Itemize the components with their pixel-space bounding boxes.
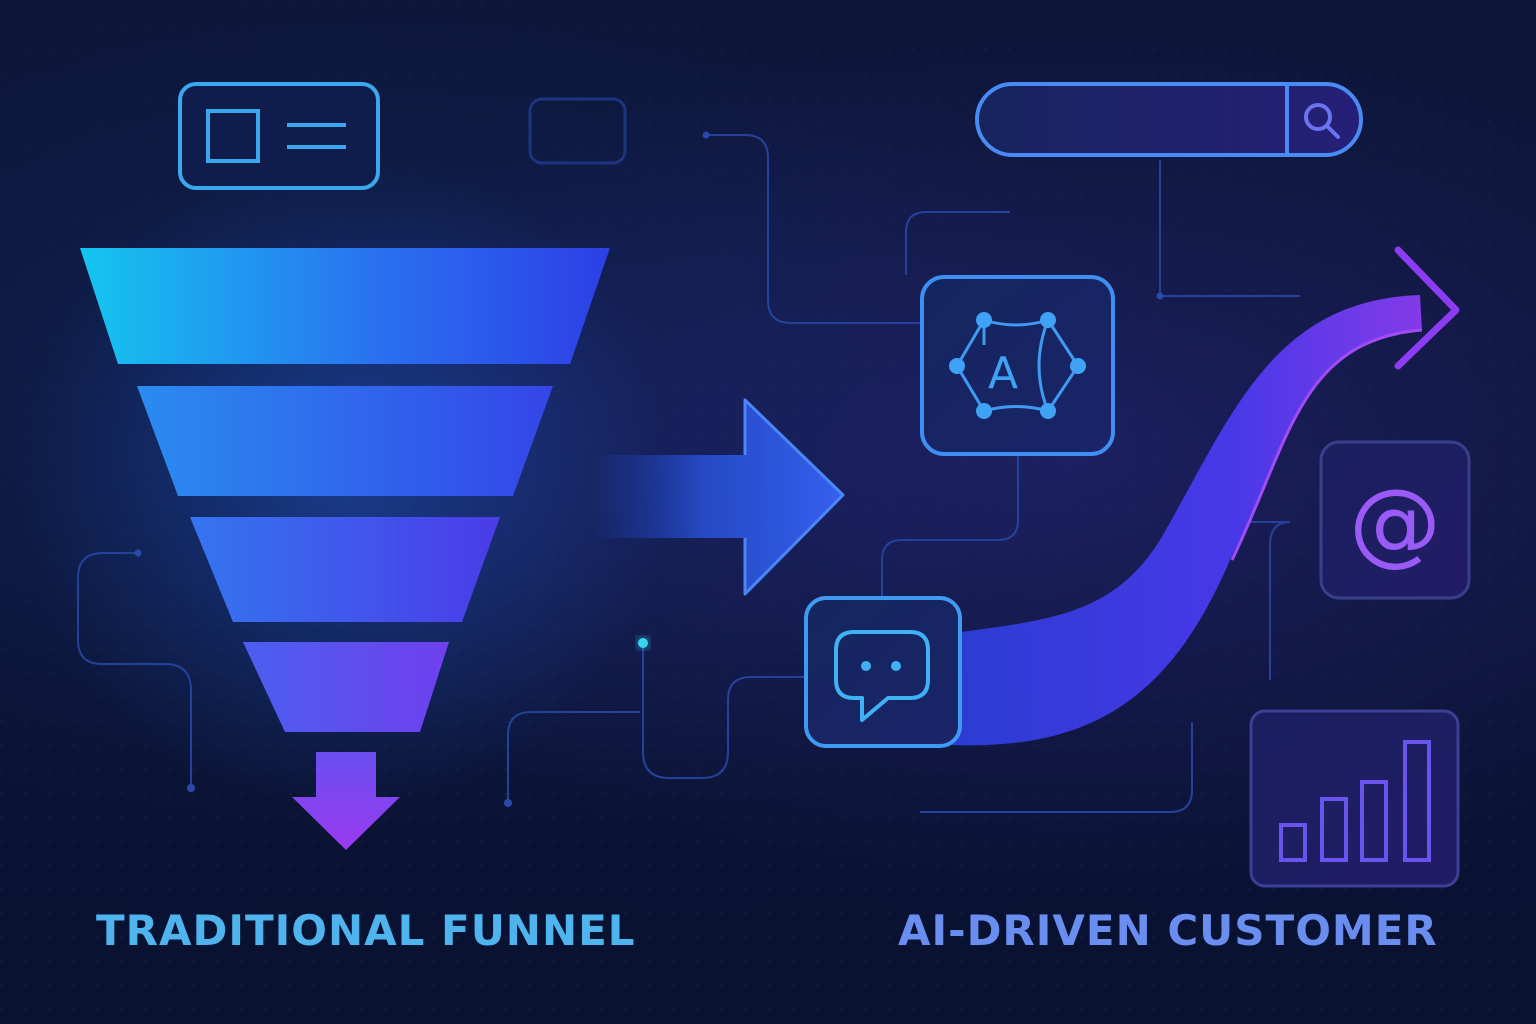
curved-arrow-head (1394, 246, 1460, 370)
bar-3 (1360, 780, 1388, 862)
ai-network-icon: A (949, 312, 1086, 419)
analytics-node (1249, 709, 1460, 888)
funnel-graphic (80, 248, 610, 732)
ai-driven-customer-caption: AI-DRIVEN CUSTOMER (898, 906, 1438, 955)
glowing-node (638, 638, 648, 648)
connector-ai-to-chat (881, 455, 1019, 598)
connector-ai-top (905, 211, 1010, 275)
connector-dot-to-chat (642, 643, 806, 779)
connector-bottom-right (920, 722, 1193, 813)
circuit-nodes (134, 131, 1164, 807)
funnel-stage-3 (190, 517, 500, 622)
bar-4 (1403, 740, 1431, 862)
arrow-right-icon (590, 400, 843, 594)
search-icon[interactable] (1304, 103, 1340, 139)
connector-ad-to-ai (706, 134, 922, 324)
search-bar[interactable] (975, 82, 1363, 157)
email-symbol: @ (1349, 469, 1441, 576)
placeholder-card (528, 97, 627, 165)
connector-bottom-left (507, 711, 640, 803)
chat-node-frame (804, 596, 962, 748)
bar-1 (1279, 823, 1307, 862)
circuit-lines (77, 134, 1300, 813)
curved-arrow-icon (948, 246, 1460, 746)
arrow-down-icon (292, 752, 400, 850)
ai-node-frame (920, 275, 1115, 456)
connector-right-mid (1190, 521, 1291, 680)
at-sign-icon: @ (1349, 469, 1441, 576)
ai-node: A (920, 275, 1115, 456)
email-node-frame (1319, 440, 1471, 600)
chat-node (804, 596, 962, 748)
funnel-stage-4 (243, 642, 449, 732)
funnel-stage-1 (80, 248, 610, 364)
ai-label: A (988, 348, 1018, 399)
connector-far-left (77, 552, 192, 788)
chat-bubble-icon (834, 630, 930, 722)
ad-card-icon (178, 82, 380, 190)
bar-2 (1320, 797, 1348, 862)
traditional-funnel-caption: TRADITIONAL FUNNEL (96, 906, 636, 955)
search-input[interactable] (975, 82, 1363, 157)
arrow-right-outline (743, 398, 845, 596)
funnel-stage-2 (137, 386, 553, 496)
bar-chart-icon (1279, 740, 1431, 862)
email-node: @ (1319, 440, 1471, 600)
